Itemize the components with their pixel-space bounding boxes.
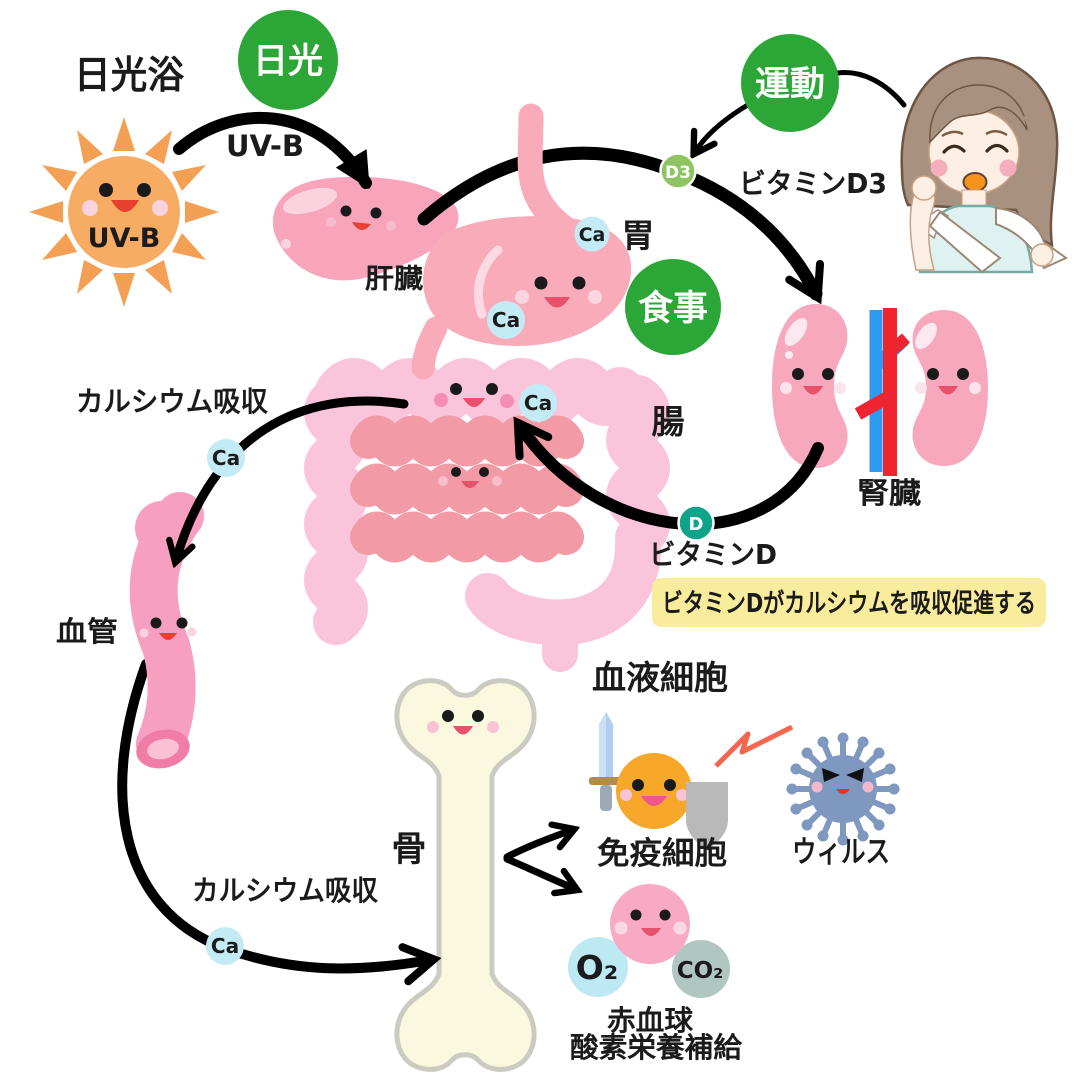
ca-badge-absorption: Ca [207, 439, 245, 477]
svg-text:Ca: Ca [211, 934, 239, 958]
liver-icon [272, 176, 459, 281]
virus-icon [786, 732, 900, 846]
svg-text:Ca: Ca [524, 391, 552, 415]
red-blood-cell-group: O₂ CO₂ [568, 884, 730, 998]
o2-circle [568, 937, 628, 997]
intestine-label: 腸 [652, 402, 685, 441]
kidney-right-face [915, 368, 981, 395]
immune-cell-label: 免疫細胞 [597, 836, 727, 872]
calcium-absorption-lower-label: カルシウム吸収 [192, 874, 379, 907]
co2-label: CO₂ [677, 958, 724, 984]
calcium-absorption-upper-label: カルシウム吸収 [76, 385, 269, 418]
d-badge: D [677, 504, 715, 542]
liver-face [326, 205, 396, 231]
bone-icon [394, 678, 537, 1072]
sunlight-circle: 日光 [238, 10, 338, 110]
red-blood-cell-label: 赤血球 [607, 1004, 694, 1037]
stomach-icon [411, 103, 632, 380]
bone-label: 骨 [391, 830, 426, 870]
exercise-circle: 運動 [741, 34, 839, 132]
vitamin-d-label: ビタミンD [649, 538, 777, 571]
virus-label: ウィルス [792, 835, 890, 870]
d3-badge: D3 [659, 152, 697, 190]
woman-illustration [900, 56, 1068, 274]
ca-badge-intestine: Ca [519, 384, 557, 422]
intestine-face [434, 383, 514, 408]
ca-badge-stomach-top: Ca [574, 216, 610, 252]
svg-text:運動: 運動 [755, 65, 825, 105]
sun-uvb-label: UV-B [88, 223, 161, 254]
sun-rays [29, 117, 219, 307]
kidney-left-face [780, 368, 846, 395]
arrow-exercise-to-d3 [695, 100, 754, 152]
svg-text:Ca: Ca [212, 446, 240, 470]
sword-icon [589, 712, 623, 811]
kidney-label: 腎臓 [857, 476, 921, 510]
arrow-bone-to-immune [503, 830, 572, 861]
arrow-sun-to-liver [173, 111, 372, 190]
intestine-icon [304, 358, 670, 672]
sun-icon: UV-B [29, 117, 219, 307]
note-highlight-box: ビタミンDがカルシウムを吸収促進する [652, 578, 1046, 627]
woman-eyebrows [941, 130, 1008, 138]
blood-vessel-label: 血管 [56, 615, 118, 648]
meal-circle: 食事 [625, 259, 721, 355]
shield-icon [686, 782, 728, 850]
arrow-bone-to-rbc [503, 855, 575, 889]
blood-cells-label: 血液細胞 [592, 658, 728, 697]
uvb-arrow-label: UV-B [226, 129, 304, 163]
co2-circle [672, 940, 730, 998]
bone-face [427, 710, 499, 735]
oxygen-supply-label: 酸素栄養補給 [570, 1031, 743, 1064]
page-title: 日光浴 [74, 53, 185, 97]
sun-face [82, 183, 168, 216]
immune-cell-icon [589, 712, 728, 850]
clash-lightning-icon [714, 724, 794, 768]
liver-label: 肝臓 [365, 264, 423, 295]
arrow-intestine-to-vessel [176, 396, 409, 560]
blood-vessel-face [139, 617, 197, 640]
svg-text:D3: D3 [665, 163, 691, 183]
note-text: ビタミンDがカルシウムを吸収促進する [662, 588, 1036, 619]
svg-text:Ca: Ca [492, 308, 520, 332]
line-exercise-to-woman [835, 70, 907, 108]
stomach-face [515, 276, 602, 308]
virus-face [811, 768, 874, 794]
red-blood-cell-icon [610, 884, 690, 964]
stomach-label: 胃 [622, 216, 655, 255]
kidneys-icon [772, 304, 988, 476]
o2-label: O₂ [576, 948, 619, 987]
ca-badge-stomach-bottom: Ca [487, 301, 525, 339]
small-intestine-face [438, 467, 502, 488]
arrow-vessel-to-bone [117, 659, 430, 969]
renal-vessels-icon [854, 308, 910, 476]
svg-text:食事: 食事 [638, 288, 708, 329]
blood-vessel-icon [129, 492, 204, 769]
svg-text:日光: 日光 [253, 42, 323, 82]
immune-cell-face [620, 779, 688, 806]
woman-mouth [962, 172, 988, 192]
red-blood-cell-face [614, 909, 687, 936]
ca-badge-to-bone: Ca [206, 927, 244, 965]
svg-text:D: D [689, 514, 704, 535]
svg-text:Ca: Ca [579, 224, 606, 246]
woman-closed-eyes [942, 143, 1009, 154]
vitamin-d3-label: ビタミンD3 [739, 167, 887, 200]
